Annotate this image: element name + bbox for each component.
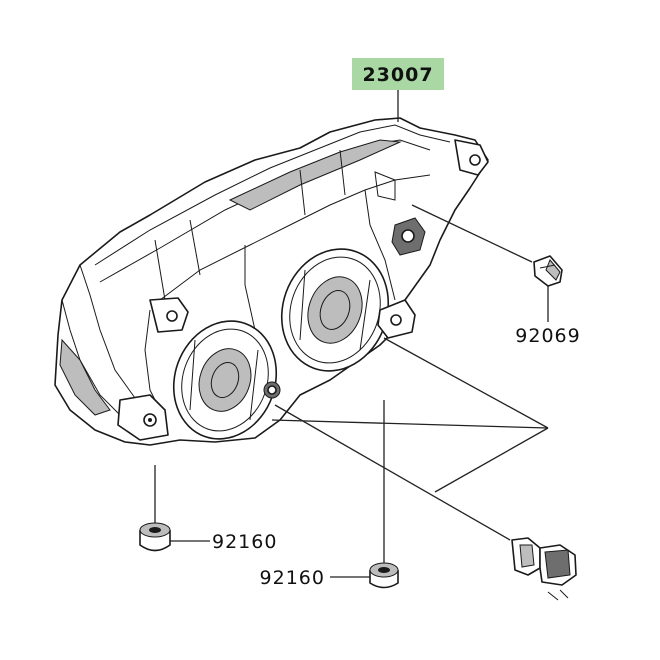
headlight-bulb-socket <box>263 381 281 399</box>
part-number-92160-left: 92160 <box>212 531 277 553</box>
mount-tab-left <box>117 394 169 441</box>
part-label-92160-bottom[interactable]: 92160 <box>260 567 325 589</box>
bulb-large <box>511 537 577 601</box>
position-lamp-socket <box>374 171 426 256</box>
part-number-92160-bottom: 92160 <box>260 567 325 589</box>
mount-tab-left-upper <box>149 297 189 333</box>
leader-lines <box>154 90 549 578</box>
mount-tab-top-right <box>454 139 489 176</box>
headlight-housing <box>54 117 489 446</box>
grommet-bottom <box>369 562 399 589</box>
part-number-23007: 23007 <box>362 64 433 86</box>
reflector-right <box>280 248 390 372</box>
part-label-highlight <box>352 58 444 90</box>
bulb-92069 <box>533 255 563 287</box>
grommet-left <box>139 522 171 552</box>
reflector-left <box>172 320 278 440</box>
part-number-92069: 92069 <box>515 325 580 347</box>
part-label-23007[interactable]: 23007 <box>352 58 444 90</box>
part-label-92160-left[interactable]: 92160 <box>212 531 277 553</box>
part-label-92069[interactable]: 92069 <box>515 325 580 347</box>
mount-tab-right <box>377 299 416 339</box>
